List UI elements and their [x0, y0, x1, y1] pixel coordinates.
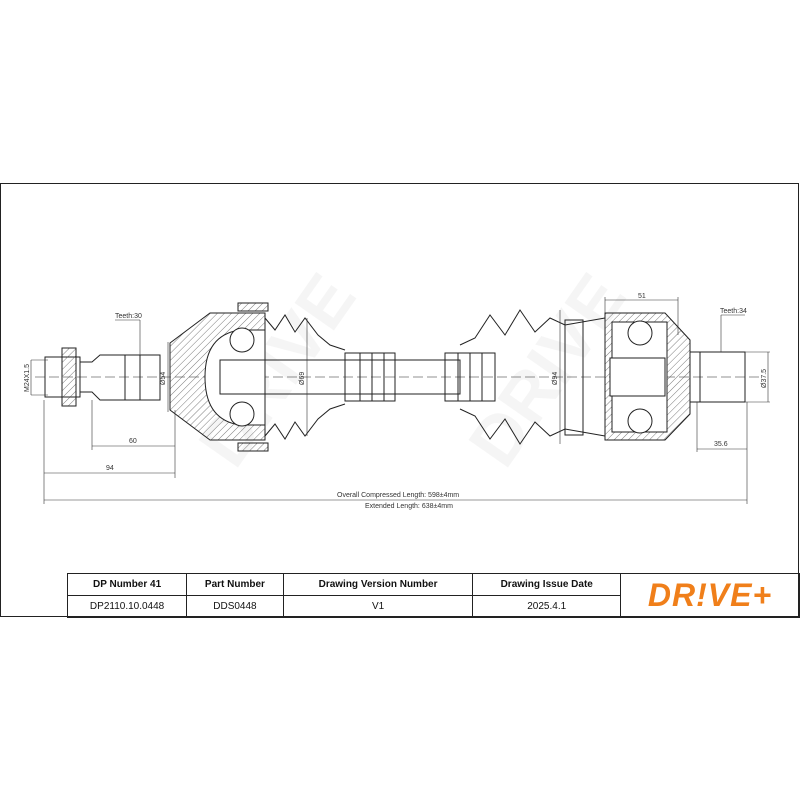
- right-stub-shaft: [689, 351, 746, 403]
- dim-35-6-label: 35.6: [714, 441, 728, 448]
- dim-60-label: 60: [129, 438, 137, 445]
- nut-hex: [61, 347, 77, 407]
- header-version: Drawing Version Number: [282, 573, 474, 596]
- value-dp-number: DP2110.10.0448: [66, 595, 188, 618]
- dia-37-5-label: Ø37.5: [761, 369, 768, 388]
- value-issue-date: 2025.4.1: [472, 595, 621, 618]
- header-dp-number: DP Number 41: [66, 573, 188, 596]
- dim-51-label: 51: [638, 293, 646, 300]
- middle-shaft: [219, 359, 461, 395]
- teeth-left-label: Teeth:30: [115, 313, 142, 320]
- dia-94-label: Ø94: [552, 372, 559, 385]
- header-issue-date: Drawing Issue Date: [472, 573, 621, 596]
- extended-length-label: Extended Length: 638±4mm: [365, 503, 453, 510]
- teeth-right-label: Teeth:34: [720, 308, 747, 315]
- dia-69-label: Ø69: [299, 372, 306, 385]
- header-part-number: Part Number: [186, 573, 284, 596]
- dim-94-label: 94: [106, 465, 114, 472]
- brand-logo: DR!VE+: [620, 573, 800, 618]
- left-boot: [264, 314, 346, 351]
- left-stub-shaft: [79, 354, 161, 401]
- title-block: DP Number 41 Part Number Drawing Version…: [66, 573, 800, 618]
- overall-length-label: Overall Compressed Length: 598±4mm: [337, 492, 459, 499]
- value-part-number: DDS0448: [186, 595, 284, 618]
- value-version: V1: [282, 595, 474, 618]
- logo-text: DR!VE+: [647, 577, 773, 613]
- boot-clamp: [564, 319, 584, 436]
- thread-label: M24X1.5: [24, 364, 31, 392]
- dia-54-label: Ø54: [160, 372, 167, 385]
